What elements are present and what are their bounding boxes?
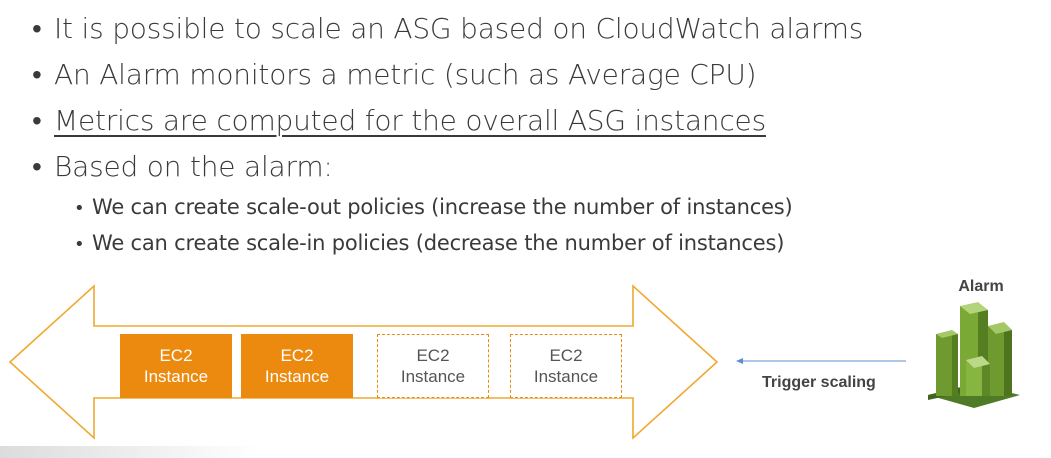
ec2-instance-2: EC2 Instance	[241, 334, 353, 398]
bullet-list: It is possible to scale an ASG based on …	[32, 6, 1032, 262]
cloudwatch-alarm-icon	[928, 302, 1020, 408]
slide-bottom-shadow	[0, 446, 260, 458]
bullet-scale-asg: It is possible to scale an ASG based on …	[32, 6, 1032, 52]
ec2-instance-1: EC2 Instance	[120, 334, 232, 398]
sub-bullet-scale-out: We can create scale-out policies (increa…	[32, 190, 1032, 226]
bullet-alarm-monitors: An Alarm monitors a metric (such as Aver…	[32, 52, 1032, 98]
bullet-metrics-computed: Metrics are computed for the overall ASG…	[32, 98, 1032, 144]
ec2-instance-4: EC2 Instance	[510, 334, 622, 398]
ec2-instance-3: EC2 Instance	[377, 334, 489, 398]
bullet-based-on-alarm: Based on the alarm:	[32, 144, 1032, 190]
trigger-arrow-icon	[736, 358, 906, 364]
sub-bullet-scale-in: We can create scale-in policies (decreas…	[32, 226, 1032, 262]
trigger-scaling-label: Trigger scaling	[762, 374, 876, 391]
alarm-label: Alarm	[958, 278, 1004, 295]
